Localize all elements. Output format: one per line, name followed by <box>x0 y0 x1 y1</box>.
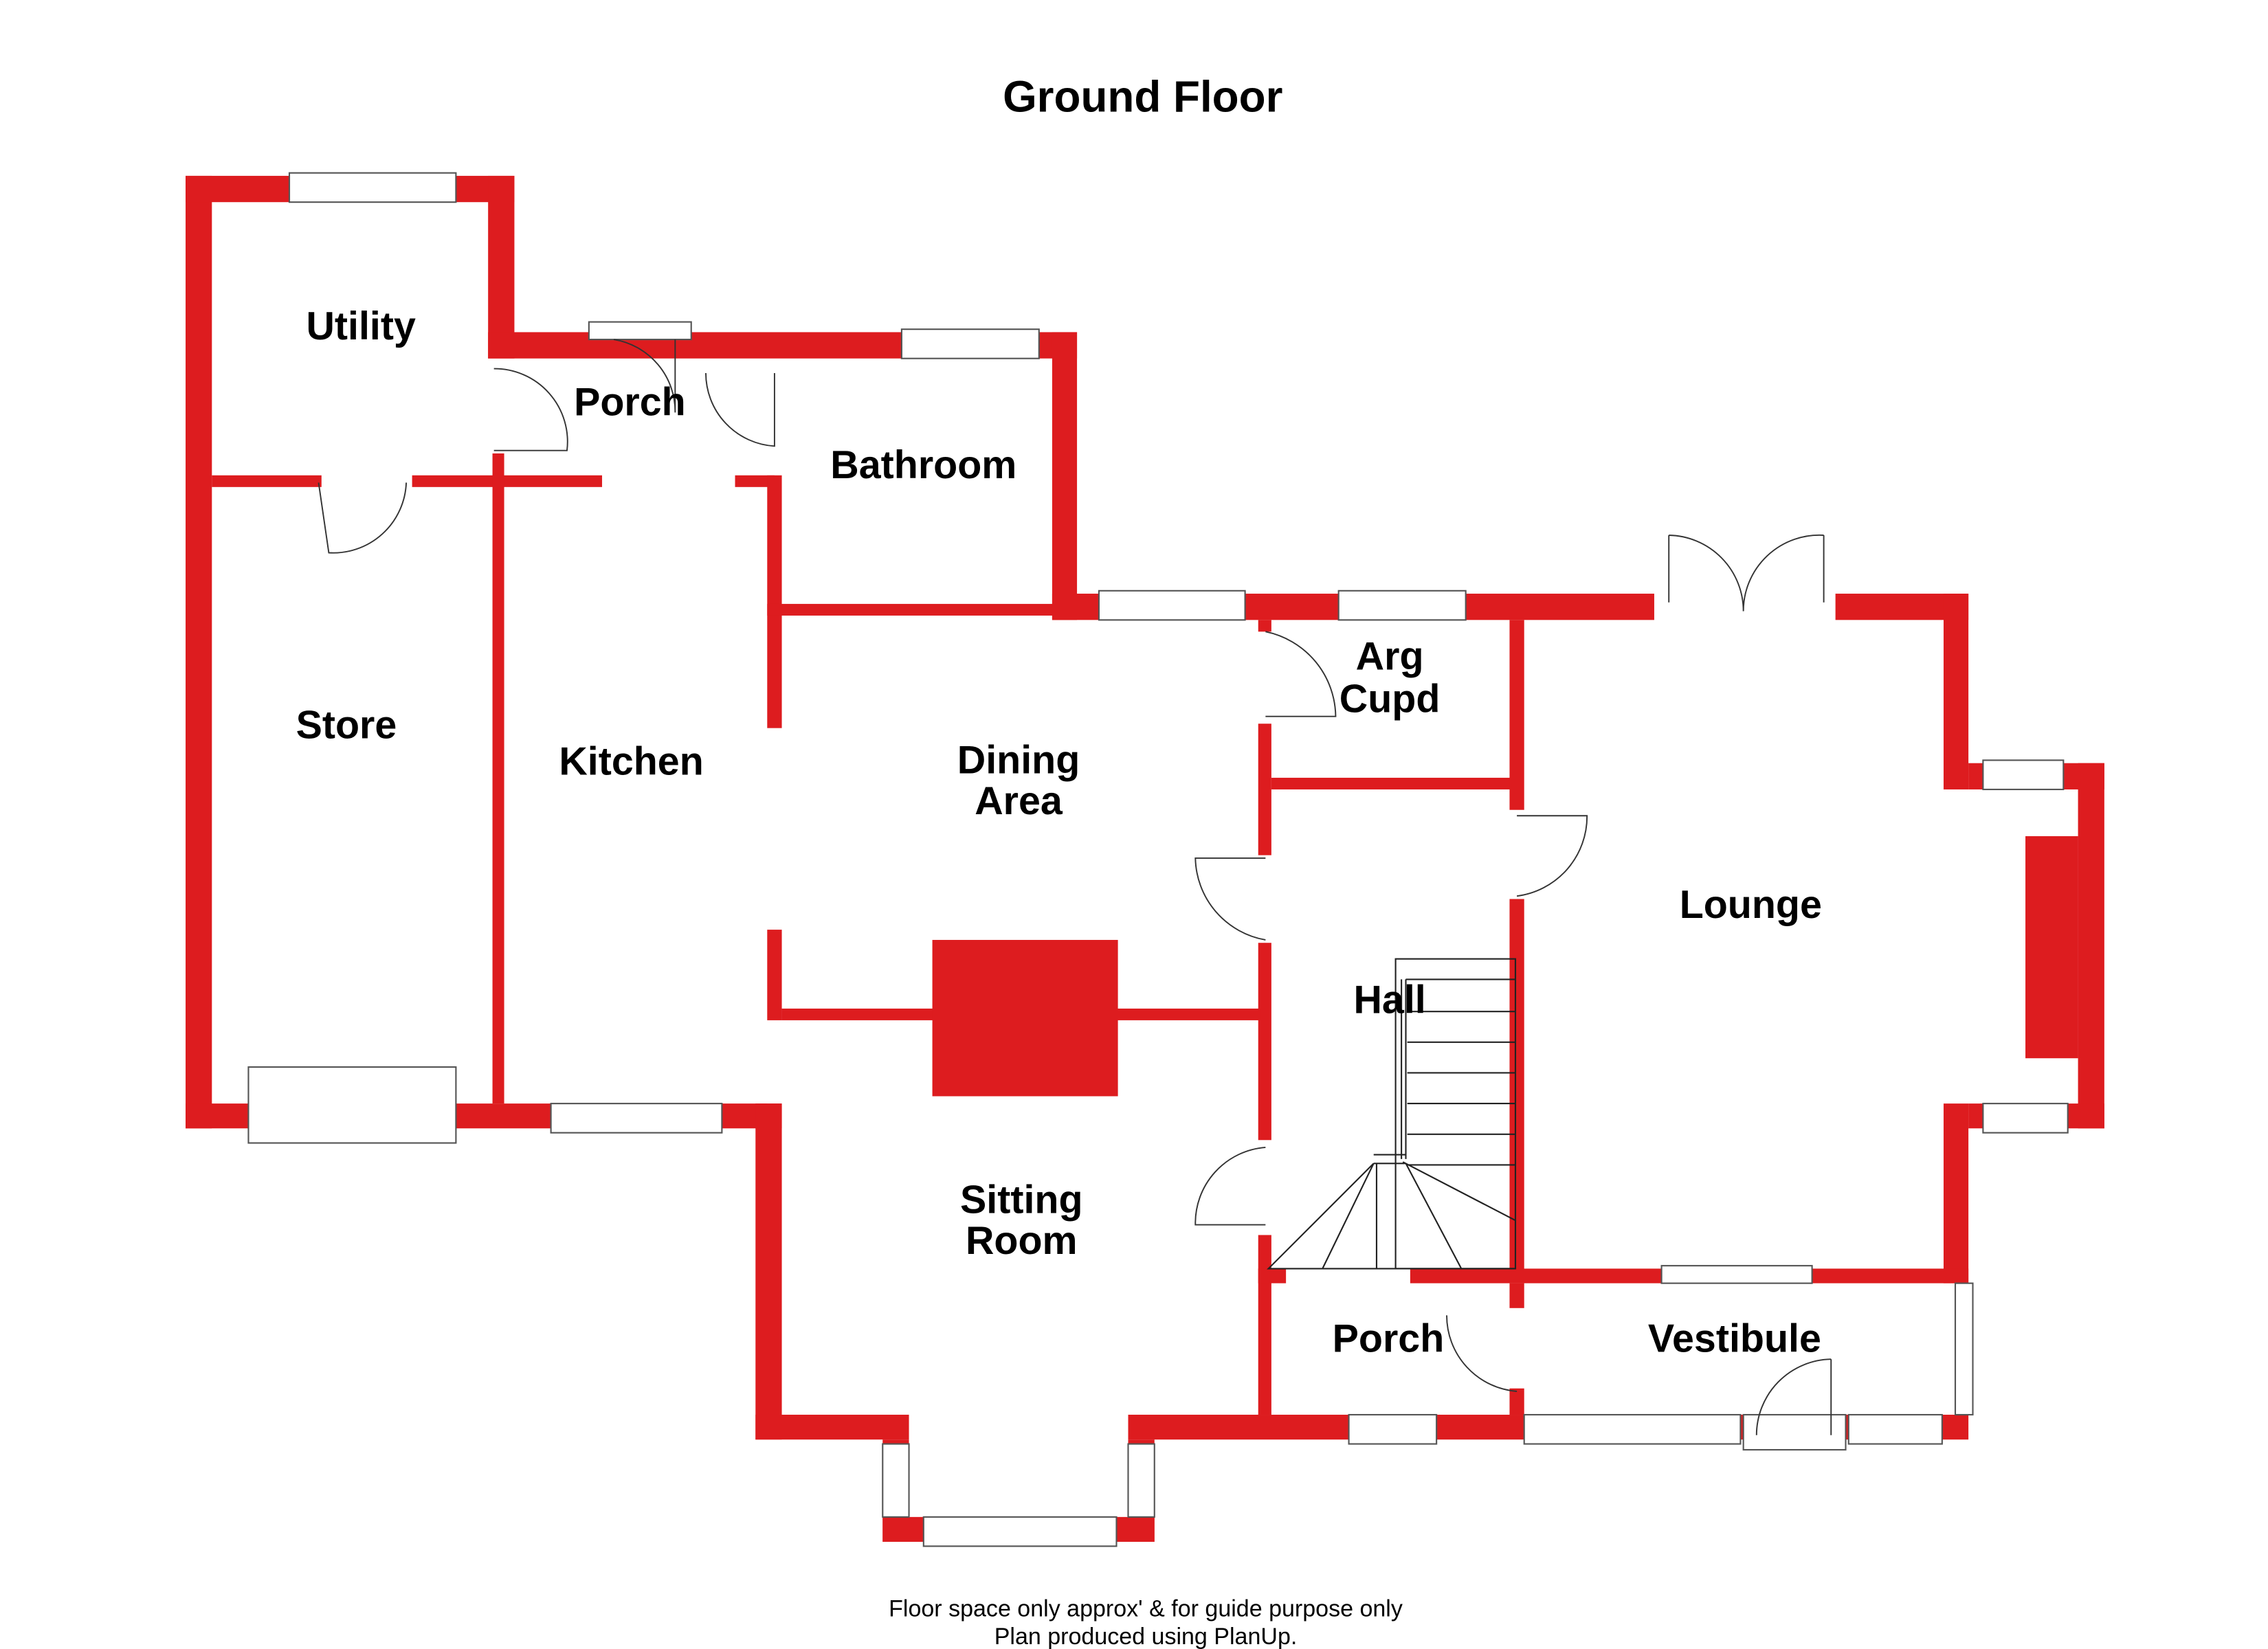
window <box>1982 1103 2069 1134</box>
plan-title: Ground Floor <box>1003 71 1282 121</box>
windows <box>247 172 2069 1547</box>
door <box>1265 631 1337 717</box>
window <box>1523 1413 1742 1445</box>
room-label-hall: Hall <box>1353 978 1425 1022</box>
window <box>1847 1413 1943 1445</box>
room-label-arg-1: Arg <box>1356 635 1424 679</box>
door <box>1755 1358 1832 1435</box>
door <box>1194 1146 1266 1226</box>
window <box>1982 759 2065 791</box>
window <box>588 321 692 341</box>
room-label-store: Store <box>296 704 397 748</box>
door <box>1194 857 1266 941</box>
room-label-vestibule: Vestibule <box>1648 1317 1821 1361</box>
door <box>1516 815 1588 897</box>
door <box>1446 1315 1517 1392</box>
window <box>882 1443 910 1518</box>
door <box>705 372 775 447</box>
window <box>247 1066 457 1144</box>
window <box>922 1516 1118 1547</box>
room-label-lounge: Lounge <box>1680 883 1822 927</box>
doors <box>318 339 1832 1435</box>
room-label-utility: Utility <box>306 304 416 348</box>
door <box>493 368 568 451</box>
door <box>318 482 408 554</box>
window <box>1127 1443 1155 1518</box>
window <box>1660 1265 1813 1284</box>
window <box>1098 590 1246 621</box>
room-label-front-porch: Porch <box>1333 1317 1445 1361</box>
door <box>613 339 676 413</box>
room-label-sitting-1: Sitting <box>960 1178 1083 1222</box>
room-label-dining-2: Area <box>975 779 1063 823</box>
room-label-sitting-2: Room <box>966 1219 1078 1263</box>
window <box>1742 1413 1847 1451</box>
chimney-breast <box>932 939 1118 1097</box>
disclaimer-line-2: Plan produced using PlanUp. <box>994 1624 1298 1649</box>
room-label-kitchen: Kitchen <box>559 740 703 784</box>
window <box>900 328 1040 359</box>
window <box>1348 1413 1438 1445</box>
room-label-bathroom: Bathroom <box>830 443 1016 487</box>
room-label-rear-porch: Porch <box>574 381 686 425</box>
room-label-arg-2: Cupd <box>1339 677 1441 721</box>
window <box>288 172 457 203</box>
window <box>1954 1282 1974 1416</box>
room-label-dining-1: Dining <box>957 739 1080 783</box>
staircase <box>1267 958 1517 1270</box>
window <box>1337 590 1467 621</box>
french-doors <box>1668 534 1825 612</box>
window <box>550 1103 723 1134</box>
room-labels: Utility Porch Bathroom Store Kitchen Din… <box>296 304 1822 1361</box>
disclaimer-line-1: Floor space only approx' & for guide pur… <box>889 1595 1403 1622</box>
